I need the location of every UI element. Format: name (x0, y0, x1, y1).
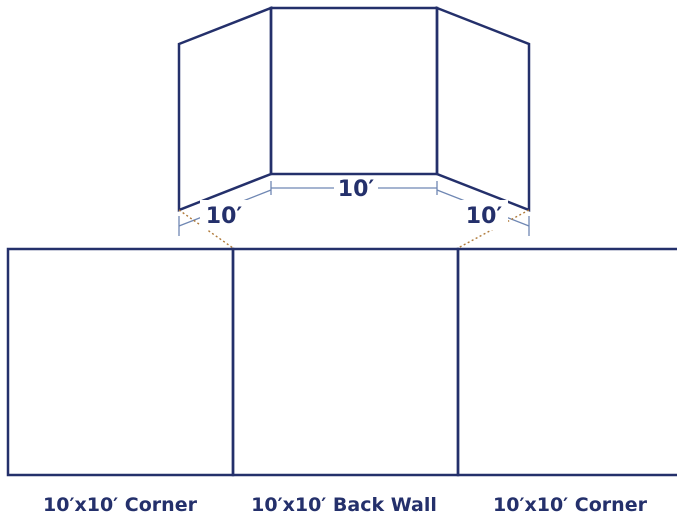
floor-plan (6, 247, 677, 477)
dimension-lines (178, 181, 530, 236)
right-corner-label: 10′x10′ Corner (493, 494, 648, 516)
left-side-panel (177, 6, 273, 212)
left-dim-text-bg (200, 200, 248, 230)
right-dim-text-bg (460, 200, 508, 230)
back-wall-dimension: 10′ (338, 177, 375, 202)
right-side-dimension: 10′ (466, 204, 503, 229)
left-corner-booth (6, 247, 235, 477)
back-wall-booth (231, 247, 460, 477)
right-side-panel (435, 6, 531, 212)
back-wall-panel (269, 6, 439, 176)
left-corner-label: 10′x10′ Corner (43, 494, 198, 516)
left-side-dimension: 10′ (206, 204, 243, 229)
back-wall-label: 10′x10′ Back Wall (251, 494, 437, 516)
booth-labels: 10′x10′ Corner 10′x10′ Back Wall 10′x10′… (43, 494, 648, 516)
right-corner-booth (456, 247, 677, 477)
